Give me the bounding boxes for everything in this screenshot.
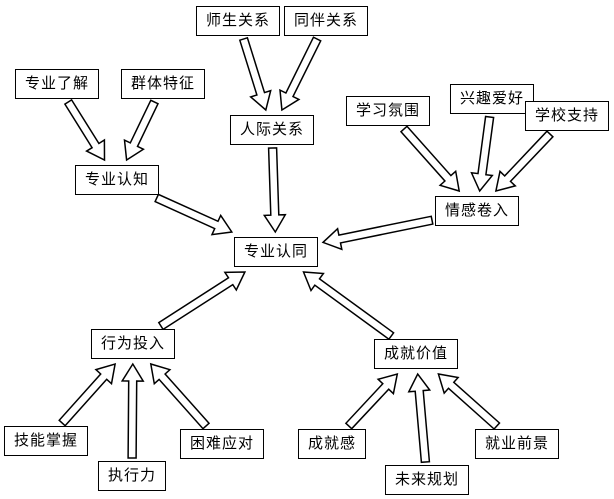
arrow-emotional-involvement-to-major-identity	[321, 215, 434, 251]
node-major-identity: 专业认同	[233, 237, 319, 267]
node-group-traits: 群体特征	[120, 69, 206, 99]
arrow-interpersonal-relation-to-major-identity	[262, 147, 287, 234]
node-behavioral-engagement: 行为投入	[90, 329, 176, 359]
node-emotional-involvement: 情感卷入	[434, 196, 520, 226]
node-difficulty-coping: 困难应对	[179, 429, 265, 459]
node-peer-relation: 同伴关系	[283, 6, 369, 36]
arrow-execution-to-behavioral-engagement	[120, 362, 145, 459]
node-school-support: 学校支持	[524, 101, 610, 131]
arrow-major-cognition-to-major-identity	[154, 193, 234, 236]
arrow-interests-hobbies-to-emotional-involvement	[470, 115, 495, 193]
arrow-achievement-sense-to-achievement-value	[344, 372, 399, 430]
node-achievement-sense: 成就感	[297, 429, 367, 459]
node-major-understanding: 专业了解	[14, 69, 100, 99]
arrow-behavioral-engagement-to-major-identity	[157, 271, 247, 331]
node-achievement-value: 成就价值	[373, 339, 459, 369]
node-future-planning: 未来规划	[384, 465, 470, 495]
arrow-achievement-value-to-major-identity	[302, 271, 395, 341]
arrow-difficulty-coping-to-behavioral-engagement	[149, 362, 211, 430]
node-interpersonal-relation: 人际关系	[229, 115, 315, 145]
node-interests-hobbies: 兴趣爱好	[449, 84, 535, 114]
arrow-group-traits-to-major-cognition	[123, 99, 160, 162]
arrow-future-planning-to-achievement-value	[407, 372, 432, 464]
arrow-learning-atmosphere-to-emotional-involvement	[399, 125, 461, 193]
arrow-peer-relation-to-interpersonal-relation	[279, 36, 322, 112]
arrow-employment-prospects-to-achievement-value	[437, 373, 501, 431]
node-skill-mastery: 技能掌握	[3, 426, 89, 456]
node-learning-atmosphere: 学习氛围	[345, 96, 431, 126]
arrow-teacher-student-relation-to-interpersonal-relation	[238, 36, 272, 112]
node-major-cognition: 专业认知	[74, 165, 160, 195]
arrow-major-understanding-to-major-cognition	[63, 98, 106, 162]
node-execution: 执行力	[97, 461, 167, 491]
node-employment-prospects: 就业前景	[474, 429, 560, 459]
arrow-skill-mastery-to-behavioral-engagement	[58, 362, 117, 427]
node-teacher-student-relation: 师生关系	[195, 6, 281, 36]
arrow-school-support-to-emotional-involvement	[494, 130, 554, 193]
